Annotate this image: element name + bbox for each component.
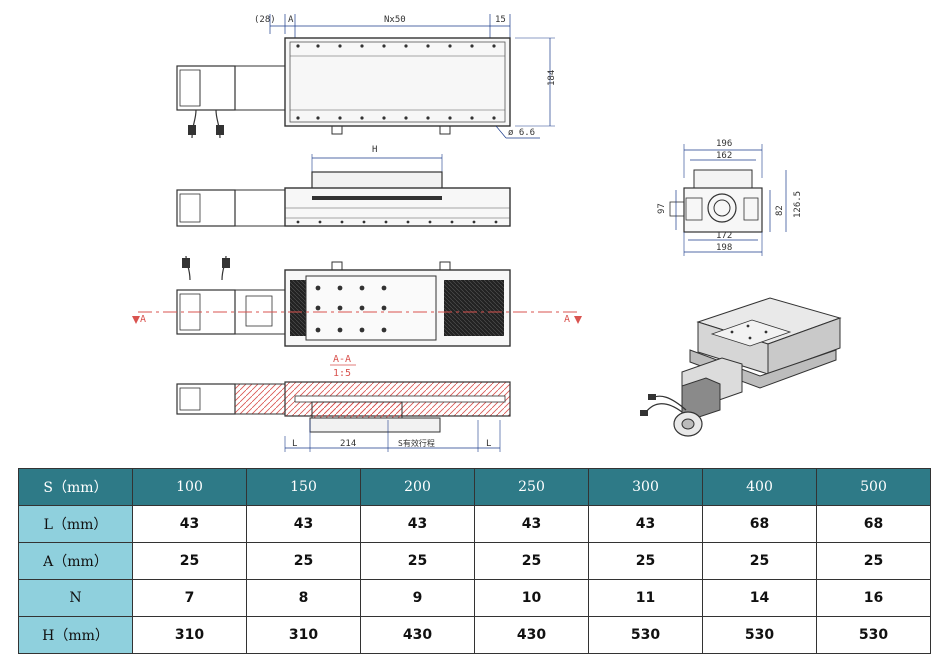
spec-cell: 43: [588, 505, 703, 543]
spec-header-cell: 400: [702, 468, 817, 506]
dim-h-label: H: [372, 145, 377, 155]
spec-cell: 25: [132, 542, 247, 580]
spec-cell: 43: [360, 505, 475, 543]
spec-header-cell: 300: [588, 468, 703, 506]
section-title-label: A-A: [333, 354, 351, 365]
dim-a-label: A: [288, 15, 294, 25]
dim-l-left-label: L: [292, 439, 297, 449]
spec-cell: 43: [246, 505, 361, 543]
spec-cell: 430: [360, 616, 475, 654]
spec-row: H（mm） 310 310 430 430 530 530 530: [18, 616, 931, 654]
dim-198-label: 198: [716, 243, 732, 253]
section-scale-label: 1:5: [333, 368, 351, 379]
spec-cell: 9: [360, 579, 475, 617]
spec-row-label: A（mm）: [18, 542, 133, 580]
dim-1265-label: 126.5: [793, 191, 803, 218]
spec-cell: 16: [816, 579, 931, 617]
dim-stroke-label: S有效行程: [398, 438, 435, 448]
dim-196-label: 196: [716, 139, 732, 149]
spec-row-label: H（mm）: [18, 616, 133, 654]
dim-offset-label: (28): [254, 15, 276, 25]
section-view: A-A 1:5 L 214 S有效行程 L: [176, 354, 511, 452]
spec-header-cell: 100: [132, 468, 247, 506]
spec-cell: 43: [474, 505, 589, 543]
section-marker-right: A: [564, 314, 570, 325]
dim-162-label: 162: [716, 151, 732, 161]
top-view: (28) A Nx50 15 184: [176, 14, 557, 139]
spec-cell: 43: [132, 505, 247, 543]
spec-cell: 25: [246, 542, 361, 580]
spec-cell: 310: [132, 616, 247, 654]
spec-row: N 7 8 9 10 11 14 16: [18, 579, 931, 617]
spec-cell: 11: [588, 579, 703, 617]
spec-header-cell: 250: [474, 468, 589, 506]
spec-cell: 68: [816, 505, 931, 543]
end-view: 196 162 97 82 126.5 172 198: [657, 139, 803, 256]
spec-header-cell: 150: [246, 468, 361, 506]
side-view: H: [176, 145, 511, 227]
spec-row-label: L（mm）: [18, 505, 133, 543]
spec-cell: 25: [474, 542, 589, 580]
spec-cell: 530: [816, 616, 931, 654]
dim-97-label: 97: [657, 203, 667, 214]
spec-cell: 310: [246, 616, 361, 654]
dim-l-right-label: L: [486, 439, 491, 449]
spec-row: A（mm） 25 25 25 25 25 25 25: [18, 542, 931, 580]
spec-cell: 430: [474, 616, 589, 654]
spec-cell: 530: [702, 616, 817, 654]
dim-82-label: 82: [775, 205, 785, 216]
spec-row: L（mm） 43 43 43 43 43 68 68: [18, 505, 931, 543]
dim-pitch-label: Nx50: [384, 15, 406, 25]
dim-214-label: 214: [340, 439, 356, 449]
plan-view: A A: [132, 255, 582, 347]
dim-end-label: 15: [495, 15, 506, 25]
dim-height-label: 184: [547, 70, 557, 86]
spec-cell: 8: [246, 579, 361, 617]
spec-cell: 7: [132, 579, 247, 617]
spec-cell: 10: [474, 579, 589, 617]
spec-cell: 14: [702, 579, 817, 617]
spec-cell: 25: [702, 542, 817, 580]
spec-cell: 25: [588, 542, 703, 580]
spec-header-cell: 500: [816, 468, 931, 506]
spec-cell: 25: [816, 542, 931, 580]
spec-cell: 25: [360, 542, 475, 580]
spec-header-cell: S（mm）: [18, 468, 133, 506]
dim-172-label: 172: [716, 231, 732, 241]
spec-cell: 68: [702, 505, 817, 543]
spec-header-cell: 200: [360, 468, 475, 506]
spec-row-label: N: [18, 579, 133, 617]
spec-table: S（mm） 100 150 200 250 300 400 500 L（mm） …: [18, 468, 931, 654]
spec-cell: 530: [588, 616, 703, 654]
spec-header-row: S（mm） 100 150 200 250 300 400 500: [18, 468, 931, 506]
technical-drawing: (28) A Nx50 15 184: [132, 14, 842, 452]
isometric-view: [640, 297, 842, 437]
section-marker-left: A: [140, 314, 146, 325]
dim-hole-label: ø 6.6: [508, 128, 535, 138]
